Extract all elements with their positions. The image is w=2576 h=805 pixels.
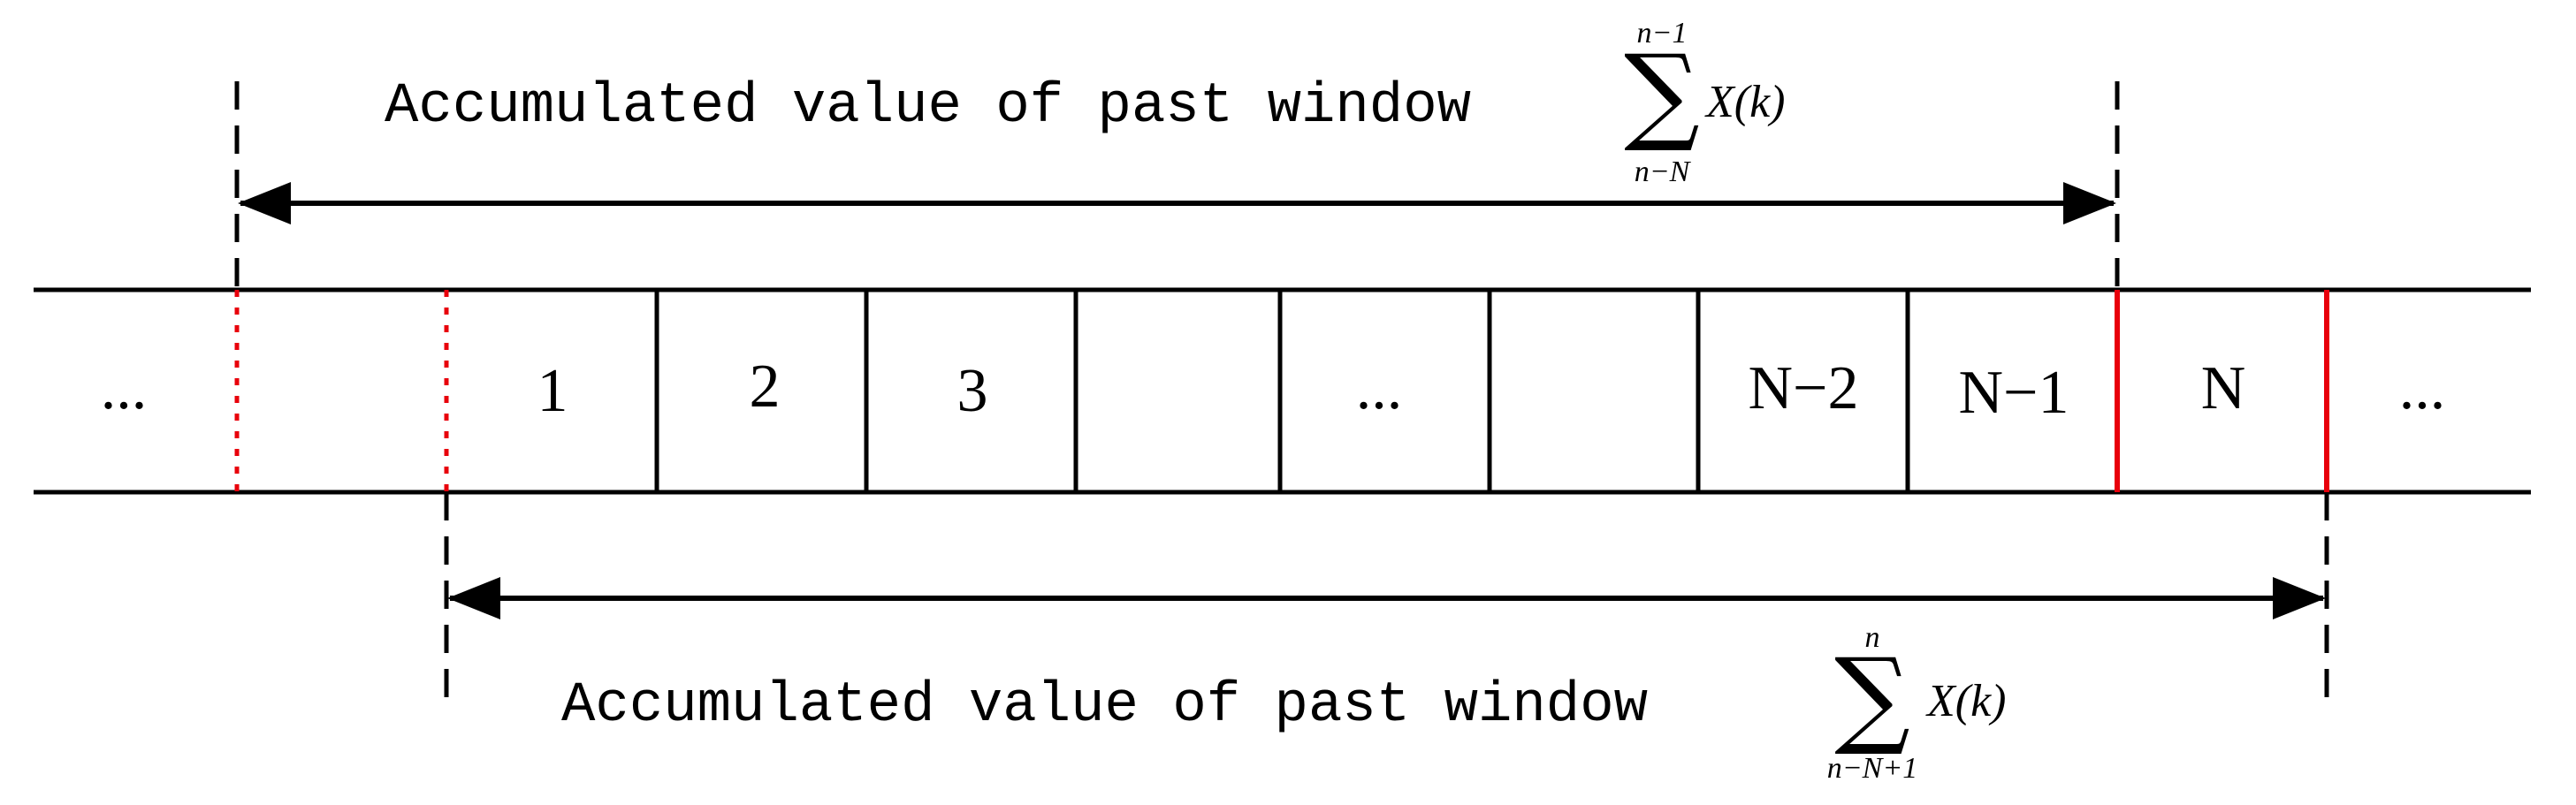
cell-mid-ellipsis: ... (1356, 354, 1403, 422)
cell-right-ellipsis: ... (2399, 354, 2446, 422)
bottom-window-label: Accumulated value of past window (561, 674, 1648, 738)
top-sum-lower-limit: n−N (1635, 156, 1692, 188)
bottom-sum-term: X(k) (1925, 676, 2006, 726)
cell-left-ellipsis: ... (101, 354, 148, 422)
bottom-sum-upper-limit: n (1865, 621, 1880, 654)
cell-1: 1 (537, 357, 568, 425)
bottom-sum-lower-limit: n−N+1 (1827, 752, 1918, 785)
top-sum-term: X(k) (1704, 77, 1785, 127)
bottom-sum-symbol: ∑ (1834, 636, 1910, 759)
top-sum-upper-limit: n−1 (1637, 17, 1688, 49)
cell-n-minus-1: N−1 (1958, 359, 2069, 427)
cell-3: 3 (957, 357, 988, 425)
cell-n-minus-2: N−2 (1748, 354, 1858, 422)
cell-2: 2 (750, 353, 781, 421)
top-sum-symbol: ∑ (1624, 33, 1700, 156)
cell-n: N (2201, 354, 2246, 422)
top-window-label: Accumulated value of past window (385, 75, 1471, 139)
